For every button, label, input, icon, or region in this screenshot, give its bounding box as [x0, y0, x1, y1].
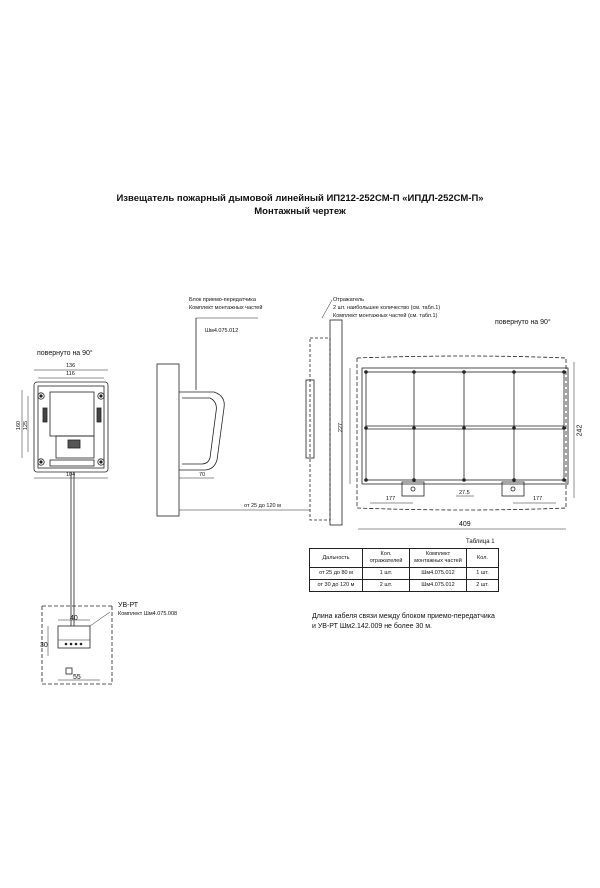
dim-30: 30: [40, 642, 48, 649]
reflector-label-1: Отражатель: [333, 297, 364, 303]
dim-177-left: 177: [386, 496, 396, 502]
table-header-cell: Кол.: [466, 548, 499, 568]
dim-409: 409: [459, 521, 471, 528]
dim-177-right: 177: [533, 496, 543, 502]
dim-242: 242: [576, 424, 584, 437]
table-header-cell: Дальность: [309, 548, 363, 568]
rotated-label-right: повернуто на 90°: [495, 319, 551, 326]
table-cell: 2 шт.: [466, 579, 499, 592]
dim-160: 160: [16, 420, 23, 431]
cable-note-1: Длина кабеля связи между блоком приемо-п…: [312, 613, 495, 620]
dim-27-5: 27.5: [459, 490, 470, 496]
table-cell: 1 шт.: [466, 567, 499, 580]
dim-136: 136: [66, 363, 76, 369]
drawing-title: Извещатель пожарный дымовой линейный ИП2…: [116, 193, 484, 204]
spec-table: Дальность Кол. отражателей Комплект монт…: [309, 548, 499, 592]
cable-note-2: и УВ-РТ Шм2.142.009 не более 30 м.: [312, 623, 432, 630]
dim-70: 70: [199, 472, 206, 478]
dim-55: 55: [73, 674, 81, 681]
dim-116: 116: [66, 371, 75, 377]
uvrt-unit: [41, 605, 113, 685]
distance-label: от 25 до 120 м: [244, 503, 281, 509]
table-cell: Шм4.075.012: [409, 579, 467, 592]
rotated-label-left: повернуто на 90°: [37, 350, 93, 357]
transceiver-label-1: Блок приемо-передатчика: [189, 297, 256, 303]
reflector-label-3: Комплект монтажных частей (см. табл.1): [333, 313, 438, 319]
dim-40: 40: [70, 615, 78, 622]
drawing-subtitle: Монтажный чертеж: [254, 206, 346, 217]
transceiver-code: Шм4.075.012: [205, 328, 239, 334]
dim-125: 125: [23, 420, 30, 431]
table-row: от 30 до 120 м 2 шт. Шм4.075.012 2 шт.: [309, 579, 499, 592]
table-header-cell: Кол. отражателей: [362, 548, 410, 568]
transceiver-front-view: [21, 369, 109, 626]
dim-227: 227: [338, 422, 345, 433]
table-header-row: Дальность Кол. отражателей Комплект монт…: [309, 548, 499, 568]
uvrt-label-1: УВ-РТ: [118, 602, 139, 609]
table-cell: 1 шт.: [362, 567, 410, 580]
reflector-panel-front: [349, 355, 575, 530]
uvrt-label-2: Комплект Шм4.075.008: [118, 611, 178, 617]
dim-104: 104: [66, 472, 76, 478]
reflector-label-2: 2 шт. наибольшее количество (см. табл.1): [333, 305, 441, 311]
table-caption: Таблица 1: [466, 539, 495, 545]
transceiver-side-view: [156, 317, 310, 517]
table-cell: от 30 до 120 м: [309, 579, 363, 592]
transceiver-label-2: Комплект монтажных частей: [189, 305, 263, 311]
reflector-side-view: [305, 299, 343, 526]
table-header-cell: Комплект монтажных частей: [409, 548, 467, 568]
table-cell: Шм4.075.012: [409, 567, 467, 580]
table-row: от 25 до 80 м 1 шт. Шм4.075.012 1 шт.: [309, 567, 499, 580]
table-cell: 2 шт.: [362, 579, 410, 592]
table-cell: от 25 до 80 м: [309, 567, 363, 580]
